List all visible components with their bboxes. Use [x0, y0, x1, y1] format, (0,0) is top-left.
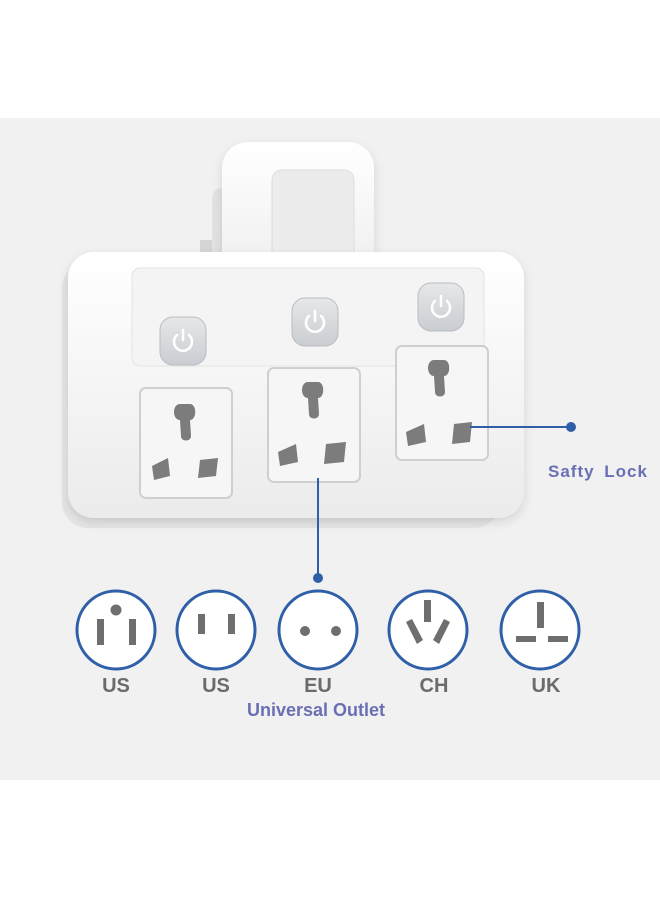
- socket-adapter: [62, 142, 524, 528]
- eu-round-pin-plug-icon: [277, 589, 359, 671]
- power-icon: [430, 294, 452, 318]
- us-two-pin-plug-icon: [175, 589, 257, 671]
- universal-outlet-callout: [313, 478, 323, 583]
- power-button-left: [159, 316, 207, 366]
- power-icon: [172, 328, 194, 352]
- power-icon: [304, 309, 326, 333]
- power-button-center: [291, 297, 339, 347]
- us-grounded-plug-icon: [75, 589, 157, 671]
- plug-label-us-two-pin: US: [202, 675, 230, 697]
- socket-center: [267, 367, 361, 483]
- plug-label-uk: UK: [531, 675, 561, 697]
- power-button-right: [417, 282, 465, 332]
- safety-lock-label: Safty Lock: [548, 462, 648, 481]
- ch-three-pin-plug-icon: [387, 589, 469, 671]
- socket-left: [139, 387, 233, 499]
- uk-plug-icon: [499, 589, 581, 671]
- socket-right: [395, 345, 489, 461]
- universal-outlet-label: Universal Outlet: [247, 700, 386, 720]
- plug-label-ch: CH: [419, 675, 449, 697]
- safety-lock-callout: [470, 422, 576, 432]
- plug-label-eu: EU: [304, 675, 332, 697]
- plug-label-us-grounded: US: [102, 675, 130, 697]
